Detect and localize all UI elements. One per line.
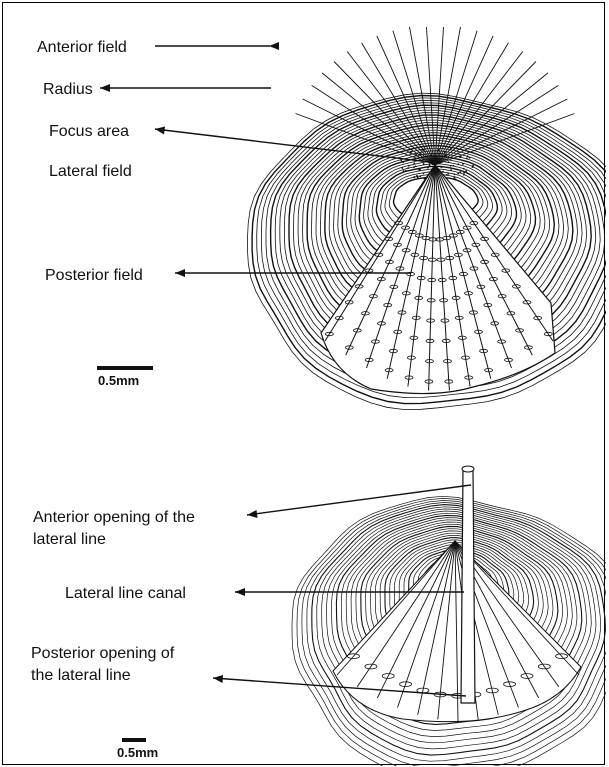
arrowhead-anterior-opening <box>247 510 258 518</box>
focus-dot <box>419 169 421 171</box>
label-lateral-line-canal: Lateral line canal <box>65 585 186 602</box>
top-scale-posterior-field <box>321 165 555 394</box>
scale-drawings: Anterior field Radius Focus area Lateral… <box>3 3 606 766</box>
focus-dot <box>454 177 456 179</box>
canal-anterior-opening <box>462 466 474 472</box>
focus-dot <box>446 174 448 176</box>
focus-dot <box>432 163 434 165</box>
focus-dot <box>401 167 403 169</box>
focus-dot <box>424 178 426 180</box>
focus-dot <box>457 152 459 154</box>
focus-dot <box>444 154 446 156</box>
focus-dot <box>429 164 431 166</box>
focus-dot <box>462 163 464 165</box>
focus-dot <box>436 168 438 170</box>
scale-bar-bottom <box>122 738 146 742</box>
arrowhead-radius <box>100 84 110 92</box>
focus-dot <box>450 165 452 167</box>
focus-dot <box>435 157 437 159</box>
focus-dot <box>442 171 444 173</box>
focus-dot <box>423 149 425 151</box>
label-anterior-field: Anterior field <box>37 39 127 56</box>
focus-dot <box>402 161 404 163</box>
focus-dot <box>463 168 465 170</box>
label-anterior-opening: Anterior opening of the lateral line <box>33 509 199 548</box>
label-posterior-opening: Posterior opening of the lateral line <box>31 645 179 684</box>
top-scale-illustration <box>248 27 607 410</box>
arrowhead-posterior-field <box>175 269 185 277</box>
focus-dot <box>410 151 412 153</box>
focus-dot <box>444 151 446 153</box>
focus-dot <box>413 162 415 164</box>
focus-dot <box>454 174 456 176</box>
posterior-field-fan <box>321 165 555 394</box>
bottom-scale-illustration <box>292 466 606 766</box>
radius-line <box>435 73 548 165</box>
focus-dot <box>405 170 407 172</box>
label-lateral-field: Lateral field <box>49 163 132 180</box>
focus-dot <box>408 165 410 167</box>
focus-dot <box>448 161 450 163</box>
arrowhead-posterior-opening <box>213 675 223 683</box>
focus-dot <box>419 153 421 155</box>
focus-dot <box>413 166 415 168</box>
focus-dot <box>465 170 467 172</box>
focus-dot <box>450 169 452 171</box>
arrow-anterior-opening <box>247 485 471 515</box>
canal-tube <box>461 469 475 703</box>
focus-dot <box>438 149 440 151</box>
focus-dot <box>447 173 449 175</box>
label-radius: Radius <box>43 81 93 98</box>
label-focus-area: Focus area <box>49 123 129 140</box>
lateral-line-canal-tube <box>461 466 475 703</box>
focus-dot <box>423 173 425 175</box>
focus-dot <box>455 178 457 180</box>
scale-bar-bottom-label: 0.5mm <box>117 745 158 760</box>
focus-dot <box>416 175 418 177</box>
focus-dot <box>439 153 441 155</box>
focus-dot <box>422 158 424 160</box>
arrowhead-focus-area <box>155 127 165 135</box>
scale-bar-top-label: 0.5mm <box>98 373 139 388</box>
focus-dot <box>466 157 468 159</box>
focus-dot <box>403 170 405 172</box>
focus-dot <box>415 166 417 168</box>
arrowhead-lateral-line-canal <box>235 588 245 596</box>
focus-dot <box>427 167 429 169</box>
focus-dot <box>467 155 469 157</box>
focus-dot <box>437 170 439 172</box>
focus-dot <box>430 155 432 157</box>
focus-dot <box>431 174 433 176</box>
focus-dot <box>463 172 465 174</box>
focus-dot <box>453 165 455 167</box>
focus-dot <box>415 154 417 156</box>
focus-dot <box>419 175 421 177</box>
label-posterior-field: Posterior field <box>45 267 143 284</box>
focus-dot <box>450 148 452 150</box>
scale-bar-top <box>97 366 153 370</box>
focus-dot <box>400 160 402 162</box>
focus-dot <box>472 166 474 168</box>
focus-dot <box>423 163 425 165</box>
focus-dot <box>460 171 462 173</box>
focus-dot <box>463 174 465 176</box>
focus-dot <box>413 176 415 178</box>
focus-dot <box>407 167 409 169</box>
focus-dot <box>459 156 461 158</box>
focus-dot <box>441 166 443 168</box>
focus-dot <box>457 163 459 165</box>
focus-dot <box>469 157 471 159</box>
focus-dot <box>457 173 459 175</box>
